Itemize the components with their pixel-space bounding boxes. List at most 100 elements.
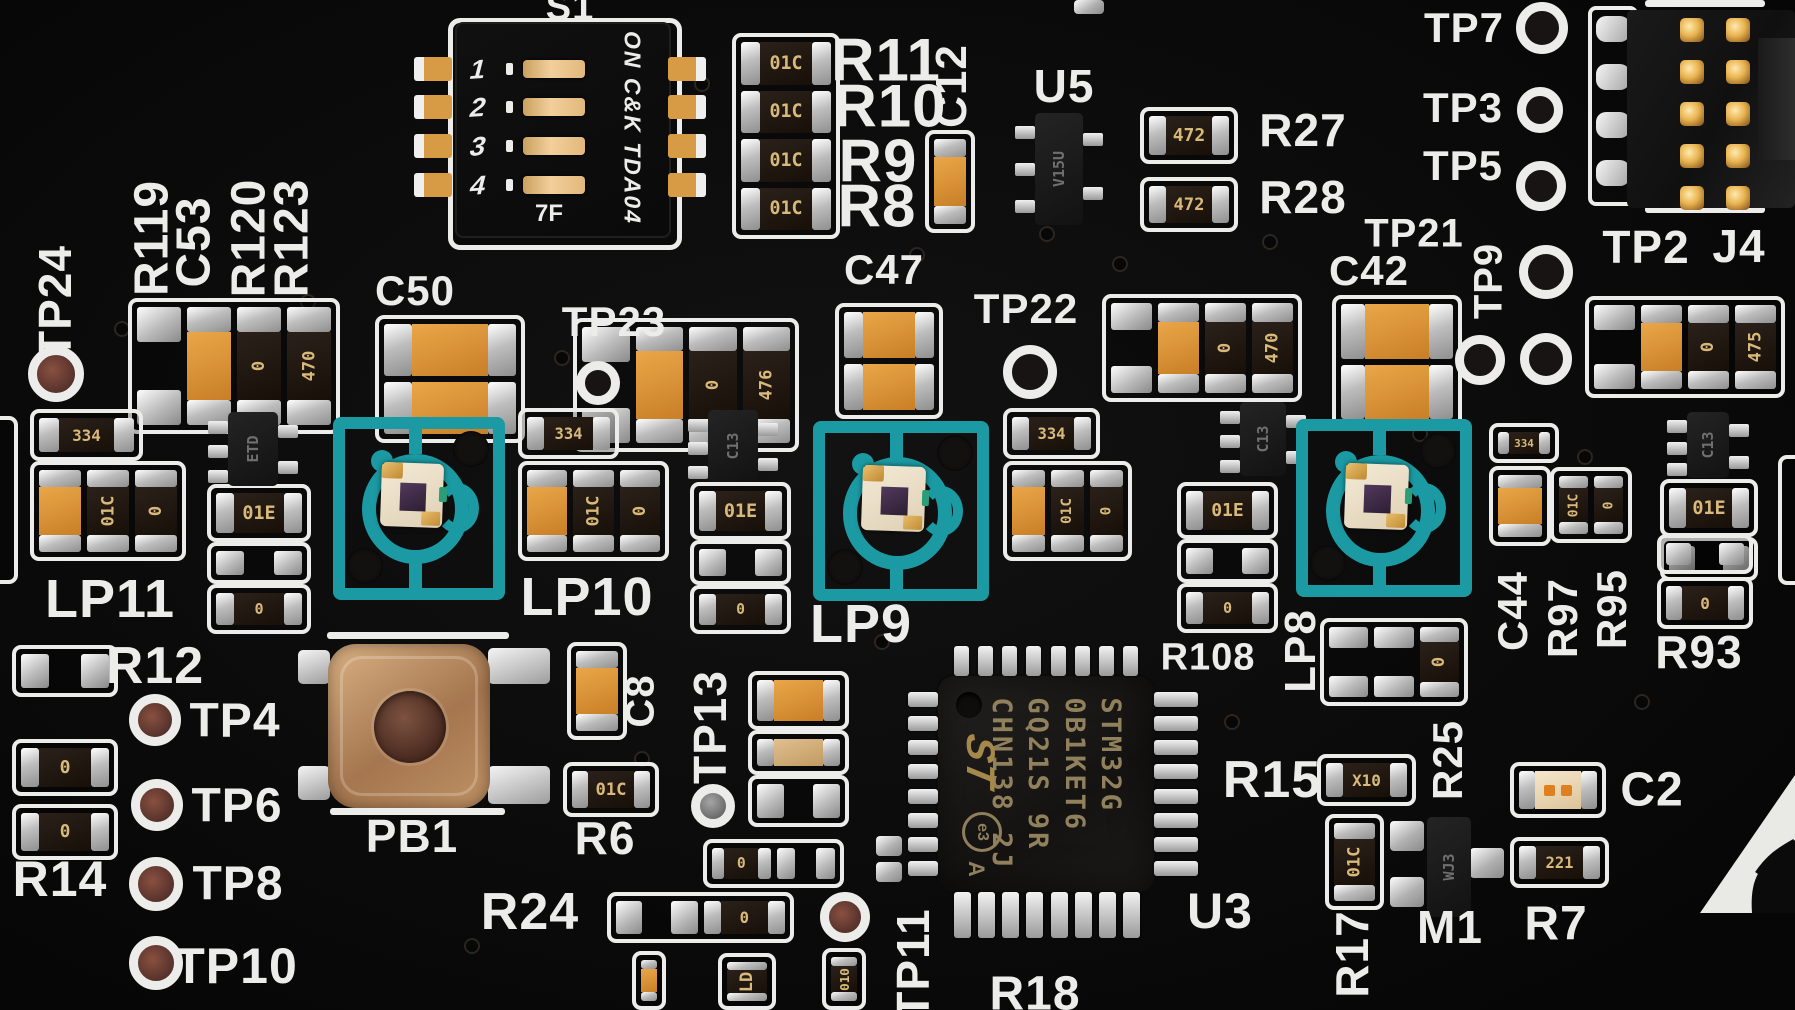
button-leg <box>298 650 330 684</box>
silkscreen-label: R11 <box>831 26 941 94</box>
sot23-transistor: ETD <box>208 412 298 486</box>
solder-pads <box>216 551 302 575</box>
component-box: 0 <box>12 804 118 860</box>
silkscreen-label: C44 <box>1489 570 1536 652</box>
teal-hook <box>435 482 479 533</box>
resistor: 0 <box>1186 592 1269 624</box>
via <box>1039 226 1055 242</box>
chip-pin <box>908 716 938 732</box>
capacitor <box>934 139 966 224</box>
component-box: X10 <box>1317 754 1416 806</box>
silkscreen-label: TP9 <box>1466 242 1511 320</box>
resistor: 334 <box>39 418 134 452</box>
chip-pin <box>1154 788 1198 804</box>
dip-rocker <box>523 60 585 78</box>
dip-tick <box>506 140 513 152</box>
solder-pads <box>616 901 698 934</box>
solder-pads <box>1666 543 1744 565</box>
resistor: 0 <box>703 901 785 934</box>
chip-pin <box>1154 836 1198 852</box>
chip-pin <box>1026 892 1044 938</box>
esd-logo <box>1700 772 1795 913</box>
led-module <box>1296 419 1472 597</box>
connector-pad <box>1596 64 1630 90</box>
chip-pin <box>1123 646 1138 676</box>
component-box <box>690 540 791 585</box>
teal-outline-square <box>813 421 989 601</box>
component-box: 334 <box>1003 408 1100 459</box>
connector-pin <box>1680 60 1704 84</box>
via-spot <box>347 548 383 584</box>
button-leg <box>488 766 550 804</box>
component-box <box>1778 455 1795 585</box>
chip-pin <box>1050 892 1068 938</box>
test-point <box>1519 245 1573 299</box>
resistor: 0 <box>619 470 660 552</box>
component-box: 0 <box>1320 618 1468 706</box>
resistor: 01C <box>573 470 614 552</box>
dip-rocker <box>523 176 585 194</box>
component-box: 01C <box>1325 814 1384 910</box>
capacitor <box>757 739 840 766</box>
chip-pin <box>1154 861 1198 876</box>
via <box>1112 256 1128 272</box>
chip-pin <box>1154 812 1198 828</box>
dip-rocker <box>523 98 585 116</box>
component-box <box>748 671 849 730</box>
chip-pin <box>1002 646 1018 676</box>
capacitor <box>384 324 516 376</box>
capacitor <box>39 470 81 552</box>
dip-switch-pad <box>414 173 452 197</box>
test-point <box>1003 345 1057 399</box>
chip-pin <box>908 740 938 756</box>
chip-pin <box>1154 716 1198 732</box>
via <box>909 247 925 263</box>
via <box>1224 714 1240 730</box>
chip-pin <box>1154 692 1198 707</box>
dip-switch-body <box>455 22 671 238</box>
test-point <box>129 694 181 746</box>
resistor: 01E <box>1669 488 1749 528</box>
chip-pin <box>1002 892 1020 938</box>
test-point <box>131 779 183 831</box>
dip-switch-pad <box>668 57 706 81</box>
resistor: 01C <box>1334 823 1375 901</box>
sot23-transistor: V15U <box>1015 113 1103 225</box>
teal-stub-top <box>1373 427 1387 456</box>
component-box <box>1489 466 1551 546</box>
dip-code: 7F <box>534 200 564 227</box>
led-mark <box>1404 487 1413 504</box>
teal-stub-bottom <box>408 555 422 592</box>
teal-stub-bottom <box>890 557 904 593</box>
resistor: 01C <box>741 187 831 230</box>
component-box <box>1332 295 1462 428</box>
chip-pin <box>908 836 938 852</box>
capacitor <box>844 364 934 410</box>
solder-pad <box>876 862 902 882</box>
silkscreen-label: R95 <box>1588 568 1635 650</box>
capacitor <box>527 470 568 552</box>
component-box: 010 <box>822 948 866 1010</box>
silkscreen-label: R27 <box>1259 104 1347 156</box>
silkscreen-label: TP3 <box>1422 84 1504 131</box>
connector-pad <box>1596 16 1630 42</box>
pin1-dot <box>956 692 982 718</box>
solder-pads <box>137 307 181 425</box>
rev-mark: A <box>963 861 989 877</box>
silkscreen-label: R97 <box>1539 577 1586 659</box>
chip-pin <box>978 892 996 938</box>
resistor: 0 <box>712 848 771 879</box>
silkscreen-label: PB1 <box>365 810 459 862</box>
solder-pad <box>1390 877 1424 907</box>
component-box <box>748 775 849 827</box>
connector-pin <box>1726 60 1750 84</box>
resistor: 01C <box>741 139 831 182</box>
component-box: 221 <box>1510 837 1609 888</box>
resistor: 01C <box>87 470 129 552</box>
teal-stub-top <box>408 425 422 455</box>
component-box <box>748 730 849 775</box>
capacitor <box>1012 470 1045 552</box>
